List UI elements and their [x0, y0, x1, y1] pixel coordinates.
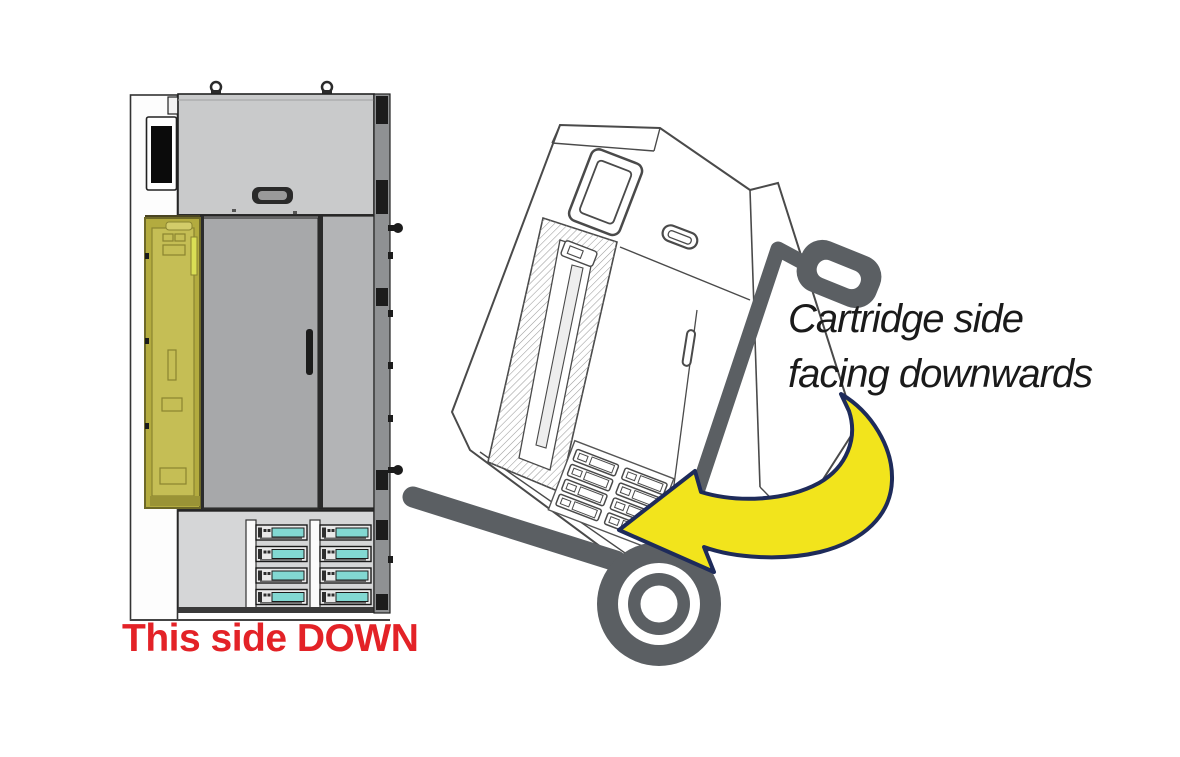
hatched-door-strip [487, 216, 618, 494]
top-drawer [177, 93, 375, 216]
cartridge-side-caption-line2: facing downwards [788, 352, 1093, 396]
lifting-eyelet-icon [209, 80, 334, 95]
cartridge-door-highlight [144, 215, 201, 509]
hand-truck-grip [796, 239, 882, 309]
cartridge-side-caption: Cartridge side facing downwards [788, 292, 1093, 402]
hand-truck-wheel [597, 542, 721, 666]
this-side-down-caption: This side DOWN [122, 617, 419, 660]
left-machine-diagram [129, 80, 403, 621]
door-handle [306, 329, 313, 375]
middle-doors [177, 215, 375, 509]
machine-display [567, 148, 644, 237]
right-edge-strip [373, 93, 403, 614]
display-screen [145, 116, 178, 191]
drawer-handle-slot [661, 224, 699, 250]
control-tower [129, 94, 179, 621]
hand-truck-plate [402, 486, 627, 572]
tilted-door-handle [681, 329, 697, 367]
rotate-direction-arrow-icon [617, 392, 895, 574]
drawer-handle [252, 187, 293, 204]
cartridge-bay [130, 510, 390, 621]
cartridge-side-caption-line1: Cartridge side [788, 297, 1024, 341]
